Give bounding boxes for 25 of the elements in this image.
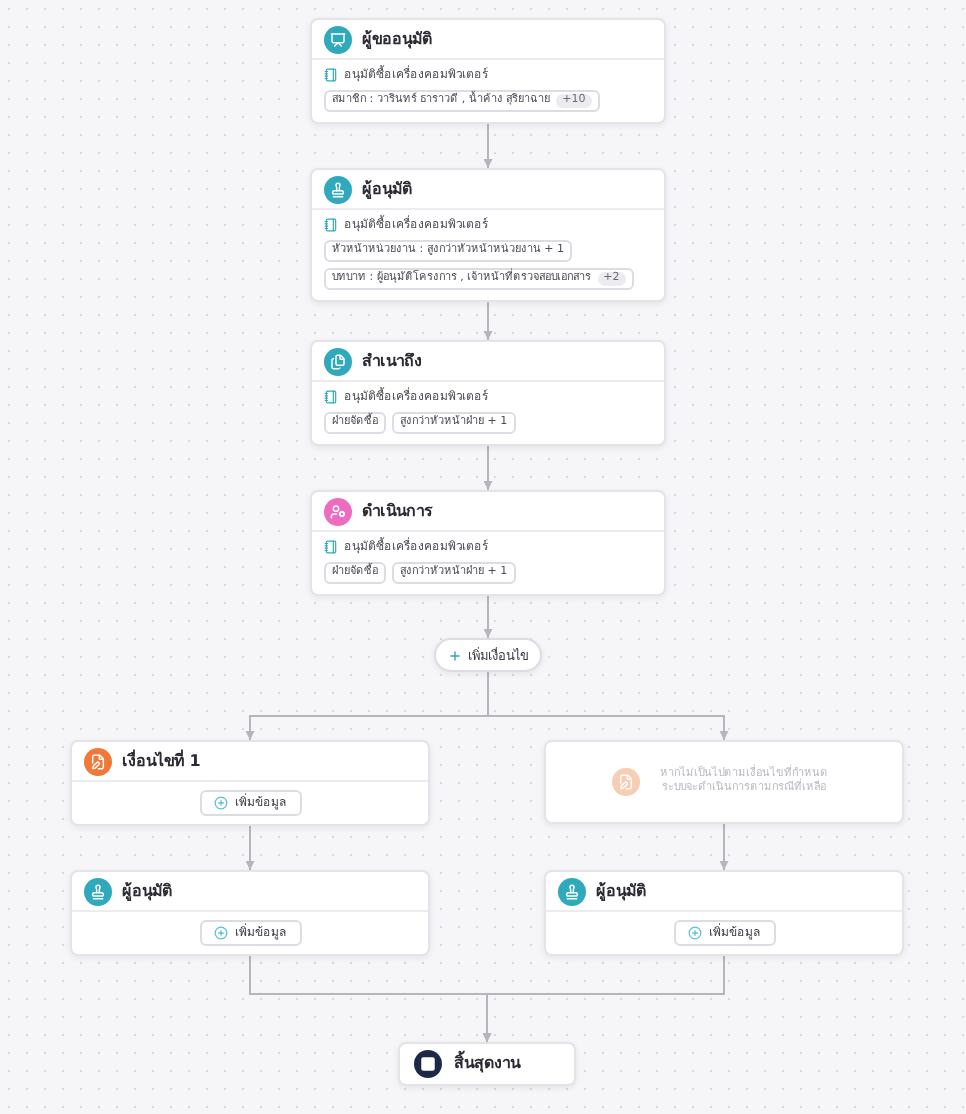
step-title: ดำเนินการ (362, 501, 432, 521)
step-card (70, 870, 430, 956)
step-card (310, 340, 666, 446)
end-title: สิ้นสุดงาน (454, 1054, 520, 1074)
step-card (310, 168, 666, 303)
flow-arrow (483, 444, 493, 491)
step-title: ผู้อนุมัติ (362, 179, 412, 199)
step-title: สำเนาถึง (362, 351, 422, 371)
flow-arrow (483, 122, 493, 169)
flow-arrow (482, 955, 725, 1043)
flow-arrow (483, 594, 493, 639)
condition-card (70, 740, 430, 826)
step-card (310, 18, 666, 124)
fallback-card (544, 740, 904, 824)
flow-arrow (245, 825, 255, 871)
step-card (544, 870, 904, 956)
flow-arrow (483, 301, 493, 341)
step-title: ผู้อนุมัติ (596, 881, 646, 901)
step-title: เงื่อนไขที่ 1 (122, 751, 201, 771)
flow-arrow (719, 823, 729, 871)
step-card (310, 490, 666, 596)
step-title: ผู้อนุมัติ (122, 881, 172, 901)
end-node (398, 1042, 576, 1086)
step-title: ผู้ขออนุมัติ (362, 29, 432, 49)
flow-arrow (487, 671, 729, 741)
